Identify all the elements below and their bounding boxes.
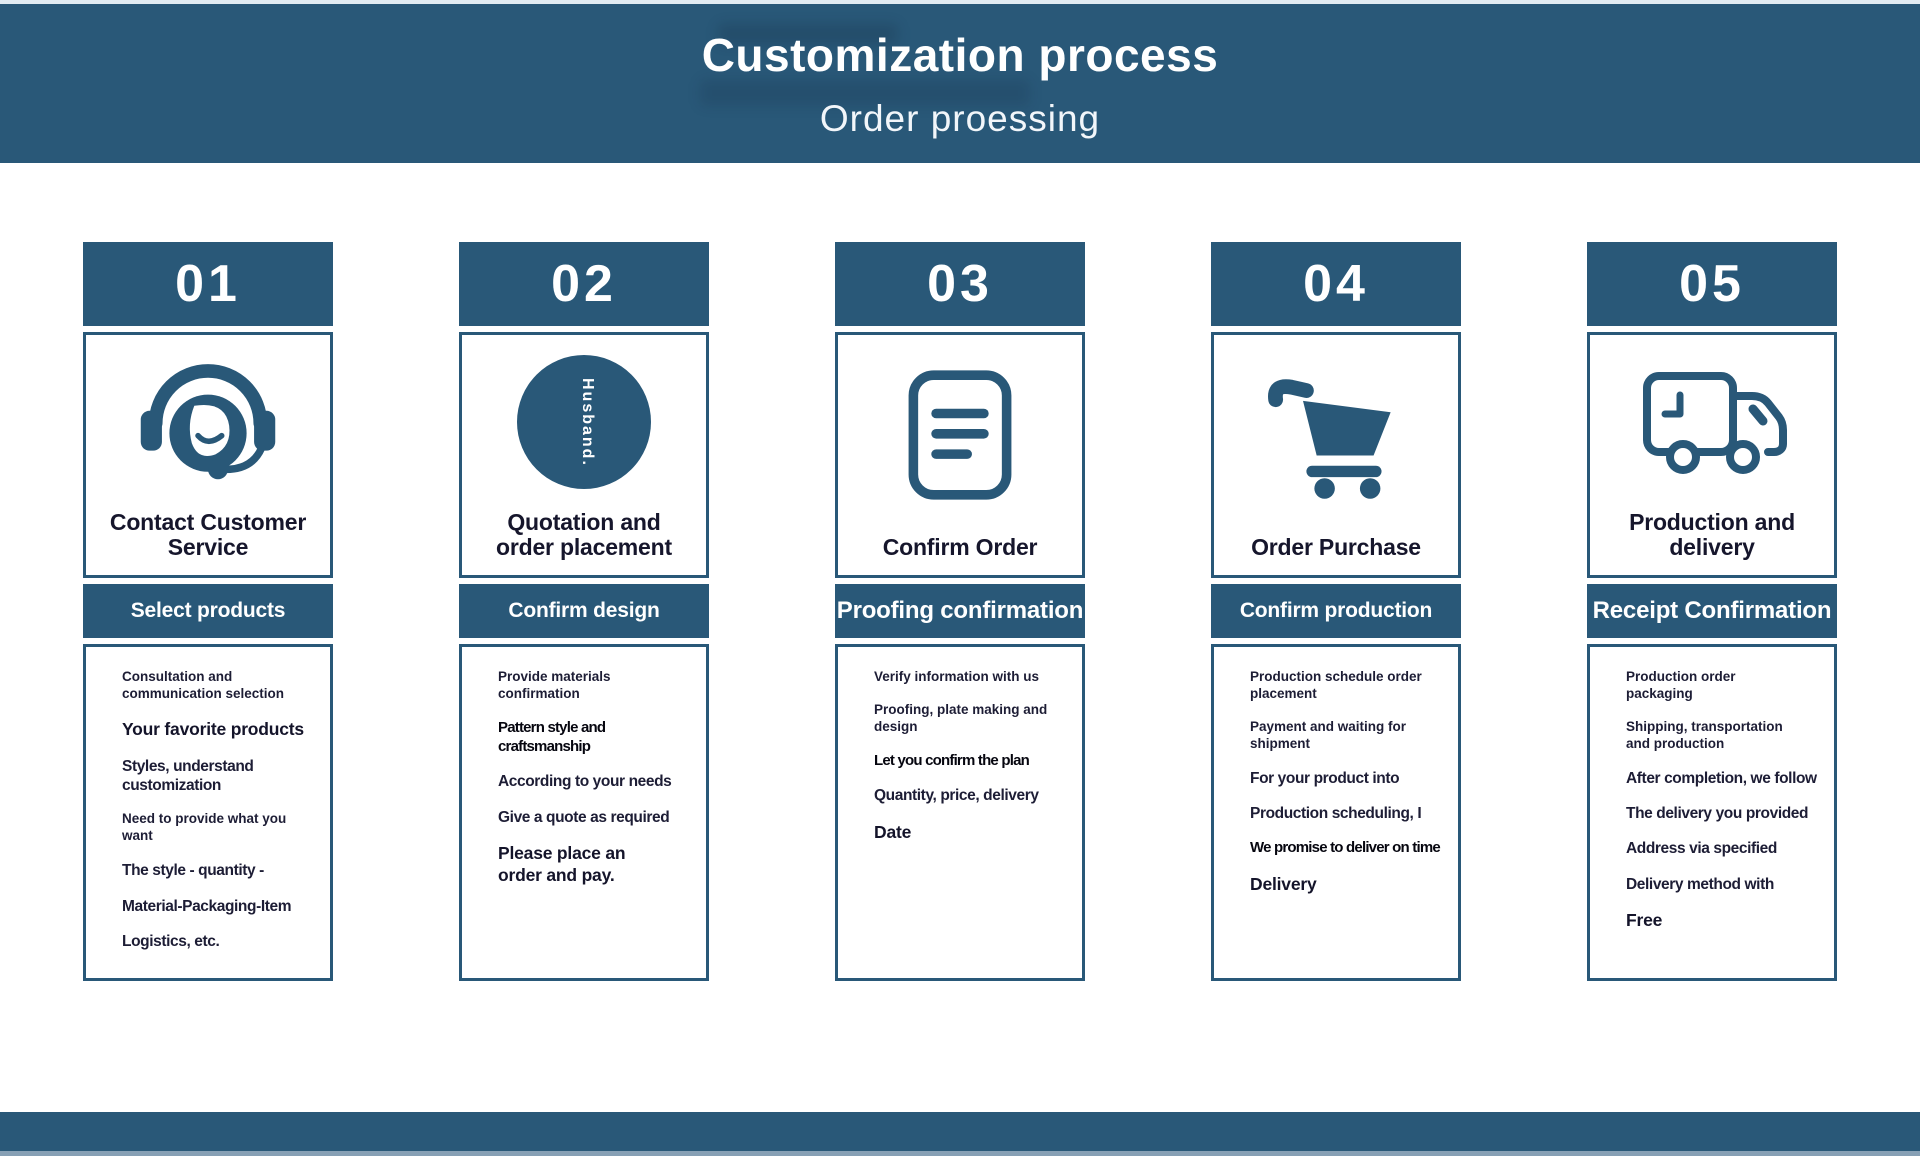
process-step-item: Production schedule order placement bbox=[1250, 669, 1422, 701]
process-step-item: After completion, we follow bbox=[1626, 769, 1817, 787]
process-step-item: Proofing, plate making and design bbox=[874, 701, 1048, 734]
delivery-truck-icon bbox=[1643, 372, 1787, 475]
process-step-item: Please place an order and pay. bbox=[498, 843, 626, 885]
step-detail-list: Consultation and communication selection… bbox=[83, 644, 333, 981]
process-step-item: Production order packaging bbox=[1626, 669, 1736, 701]
process-step-card: 01 bbox=[83, 242, 333, 981]
process-step-item: Consultation and communication selection bbox=[122, 669, 285, 701]
process-step-item: Give a quote as required bbox=[498, 808, 670, 826]
process-step-item: Delivery bbox=[1250, 874, 1317, 894]
process-step-item: Date bbox=[874, 821, 912, 842]
step-title: Contact Customer Service bbox=[109, 508, 307, 561]
process-step-item: Pattern style and craftsmanship bbox=[498, 718, 606, 755]
process-step-item: Production scheduling, I bbox=[1250, 804, 1422, 822]
header-banner: Customization process Order proessing bbox=[0, 0, 1920, 163]
step-number: 02 bbox=[459, 242, 709, 326]
step-detail-list: Verify information with us Proofing, plat… bbox=[835, 644, 1085, 981]
process-step-item: Need to provide what you want bbox=[122, 811, 287, 844]
step-subheader: Confirm production bbox=[1211, 584, 1461, 638]
process-step-item: Verify information with us bbox=[874, 669, 1040, 684]
process-step-item: According to your needs bbox=[498, 773, 672, 791]
step-subheader: Select products bbox=[83, 584, 333, 638]
step-number: 05 bbox=[1587, 242, 1837, 326]
process-step-item: Material-Packaging-Item bbox=[122, 897, 292, 915]
step-number: 03 bbox=[835, 242, 1085, 326]
process-step-item: Your favorite products bbox=[122, 718, 304, 739]
process-step-item: Logistics, etc. bbox=[122, 932, 220, 950]
step-title: Quotation and order placement bbox=[496, 508, 672, 561]
step-icon-panel: Order Purchase bbox=[1211, 332, 1461, 578]
step-icon-panel: Production and delivery bbox=[1587, 332, 1837, 578]
process-step-item: Provide materials confirmation bbox=[498, 669, 611, 701]
icon-slot bbox=[1214, 335, 1458, 535]
process-step-item: Styles, understand customization bbox=[122, 757, 254, 794]
step-title: Confirm Order bbox=[882, 534, 1038, 561]
process-step-card: 03 bbox=[835, 242, 1085, 981]
step-icon-panel: Husband. bbox=[459, 332, 709, 578]
process-step-item: Payment and waiting for shipment bbox=[1250, 718, 1407, 751]
page-title: Customization process bbox=[701, 28, 1219, 81]
process-step-item: For your product into bbox=[1250, 769, 1400, 787]
quotation-circle-icon: Husband. bbox=[517, 355, 651, 490]
process-columns: 01 bbox=[0, 242, 1920, 981]
step-subheader: Receipt Confirmation bbox=[1587, 584, 1837, 638]
process-step-item: Shipping, transportation and production bbox=[1626, 718, 1783, 751]
step-title: Production and delivery bbox=[1629, 508, 1795, 561]
process-step-item: Delivery method with bbox=[1626, 875, 1774, 893]
shopping-cart-icon bbox=[1268, 379, 1391, 499]
icon-slot bbox=[1590, 335, 1834, 510]
step-title: Order Purchase bbox=[1251, 534, 1421, 561]
icon-slot bbox=[838, 335, 1082, 535]
step-number: 01 bbox=[83, 242, 333, 326]
icon-slot bbox=[86, 335, 330, 510]
process-step-item: Free bbox=[1626, 910, 1663, 930]
order-document-icon bbox=[908, 370, 1012, 500]
customer-service-icon bbox=[140, 364, 276, 480]
process-step-item: We promise to deliver on time bbox=[1250, 839, 1441, 857]
ghost-artifact bbox=[700, 80, 1030, 106]
step-number: 04 bbox=[1211, 242, 1461, 326]
process-step-item: Let you confirm the plan bbox=[874, 751, 1030, 769]
process-step-item: The delivery you provided bbox=[1626, 804, 1809, 822]
process-step-card: 04 bbox=[1211, 242, 1461, 981]
process-step-card: 02 Husband. bbox=[459, 242, 709, 981]
step-icon-panel: Contact Customer Service bbox=[83, 332, 333, 578]
process-step-card: 05 bbox=[1587, 242, 1837, 981]
process-step-item: The style - quantity - bbox=[122, 862, 264, 880]
ghost-artifact bbox=[718, 24, 898, 44]
footer-bar bbox=[0, 1112, 1920, 1156]
process-step-item: Address via specified bbox=[1626, 840, 1777, 858]
process-step-item: Quantity, price, delivery bbox=[874, 787, 1039, 805]
circle-vertical-label: Husband. bbox=[579, 377, 596, 467]
step-subheader: Proofing confirmation bbox=[835, 584, 1085, 638]
step-icon-panel: Confirm Order bbox=[835, 332, 1085, 578]
icon-slot: Husband. bbox=[462, 335, 706, 510]
step-subheader: Confirm design bbox=[459, 584, 709, 638]
page-subtitle: Order proessing bbox=[819, 97, 1101, 139]
